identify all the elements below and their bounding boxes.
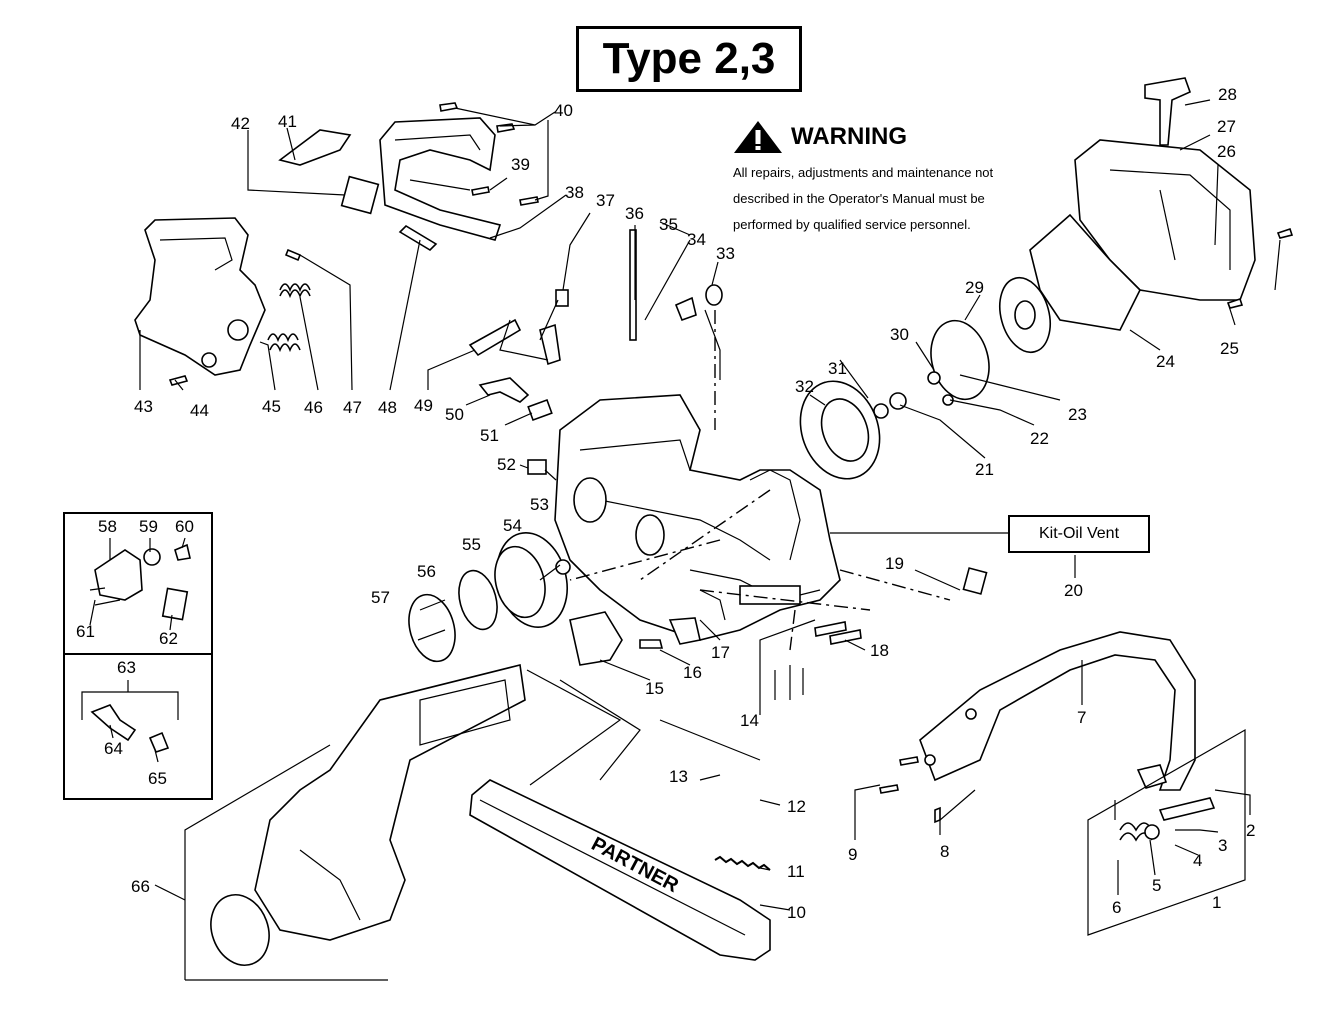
callout-24: 24 bbox=[1156, 352, 1175, 371]
crankcase-part bbox=[554, 394, 841, 641]
callout-6: 6 bbox=[1112, 898, 1121, 917]
callout-5: 5 bbox=[1152, 876, 1161, 895]
callout-46: 46 bbox=[304, 398, 323, 417]
callout-45: 45 bbox=[262, 397, 281, 416]
callout-12: 12 bbox=[787, 797, 806, 816]
callout-43: 43 bbox=[134, 397, 153, 416]
callout-57: 57 bbox=[371, 588, 390, 607]
callout-56: 56 bbox=[417, 562, 436, 581]
callout-21: 21 bbox=[975, 460, 994, 479]
callout-32: 32 bbox=[795, 377, 814, 396]
top-handle-part bbox=[278, 102, 539, 252]
warning-line-3: performed by qualified service personnel… bbox=[733, 217, 971, 232]
inset-box-oil-hose bbox=[63, 653, 213, 800]
small-parts bbox=[468, 229, 988, 700]
chain-cover-part bbox=[210, 664, 526, 966]
callout-23: 23 bbox=[1068, 405, 1087, 424]
callout-44: 44 bbox=[190, 401, 209, 420]
callout-53: 53 bbox=[530, 495, 549, 514]
assembly-lines bbox=[569, 310, 951, 651]
callout-65: 65 bbox=[148, 769, 167, 788]
callout-16: 16 bbox=[683, 663, 702, 682]
callout-30: 30 bbox=[890, 325, 909, 344]
callout-31: 31 bbox=[828, 359, 847, 378]
callout-59: 59 bbox=[139, 517, 158, 536]
warning-heading-text: WARNING bbox=[791, 123, 907, 150]
callout-49: 49 bbox=[414, 396, 433, 415]
callout-9: 9 bbox=[848, 845, 857, 864]
callout-7: 7 bbox=[1077, 708, 1086, 727]
callout-25: 25 bbox=[1220, 339, 1239, 358]
callout-64: 64 bbox=[104, 739, 123, 758]
warning-line-1: All repairs, adjustments and maintenance… bbox=[733, 165, 994, 180]
callout-4: 4 bbox=[1193, 851, 1202, 870]
kit-oil-vent-label: Kit-Oil Vent bbox=[1008, 515, 1150, 553]
callout-34: 34 bbox=[687, 230, 706, 249]
warning-line-2: described in the Operator's Manual must … bbox=[733, 191, 985, 206]
callout-10: 10 bbox=[787, 903, 806, 922]
callout-39: 39 bbox=[511, 155, 530, 174]
callout-55: 55 bbox=[462, 535, 481, 554]
callout-2: 2 bbox=[1246, 821, 1255, 840]
callout-42: 42 bbox=[231, 114, 250, 133]
callout-26: 26 bbox=[1217, 142, 1236, 161]
callout-1: 1 bbox=[1212, 893, 1221, 912]
warning-triangle-icon bbox=[734, 121, 782, 153]
callout-50: 50 bbox=[445, 405, 464, 424]
callout-41: 41 bbox=[278, 112, 297, 131]
warning-heading: WARNING bbox=[733, 120, 1053, 154]
callout-37: 37 bbox=[596, 191, 615, 210]
callout-58: 58 bbox=[98, 517, 117, 536]
callout-47: 47 bbox=[343, 398, 362, 417]
rear-handle-part bbox=[134, 217, 311, 386]
callout-66: 66 bbox=[131, 877, 150, 896]
callout-52: 52 bbox=[497, 455, 516, 474]
callout-labels: 1 2 3 4 5 6 7 8 9 10 11 12 13 14 15 16 1… bbox=[76, 85, 1255, 922]
callout-54: 54 bbox=[503, 516, 522, 535]
starter-housing-part bbox=[1029, 77, 1294, 331]
guide-bar-part: PARTNER bbox=[469, 779, 771, 961]
callout-17: 17 bbox=[711, 643, 730, 662]
front-handle-part bbox=[879, 631, 1216, 842]
callout-48: 48 bbox=[378, 398, 397, 417]
callout-29: 29 bbox=[965, 278, 984, 297]
callout-19: 19 bbox=[885, 554, 904, 573]
callout-38: 38 bbox=[565, 183, 584, 202]
callout-51: 51 bbox=[480, 426, 499, 445]
callout-27: 27 bbox=[1217, 117, 1236, 136]
flywheel-parts bbox=[799, 276, 1051, 480]
callout-40: 40 bbox=[554, 101, 573, 120]
callout-63: 63 bbox=[117, 658, 136, 677]
callout-8: 8 bbox=[940, 842, 949, 861]
callout-61: 61 bbox=[76, 622, 95, 641]
callout-15: 15 bbox=[645, 679, 664, 698]
callout-62: 62 bbox=[159, 629, 178, 648]
inset-hose-parts bbox=[90, 704, 170, 753]
callout-11: 11 bbox=[787, 862, 805, 881]
callout-33: 33 bbox=[716, 244, 735, 263]
warning-notice: WARNING All repairs, adjustments and mai… bbox=[733, 120, 1053, 238]
inset-pump-parts bbox=[89, 543, 191, 621]
diagram-title: Type 2,3 bbox=[576, 26, 802, 92]
clutch-drum-parts bbox=[408, 532, 571, 663]
callout-14: 14 bbox=[740, 711, 759, 730]
callout-3: 3 bbox=[1218, 836, 1227, 855]
callout-60: 60 bbox=[175, 517, 194, 536]
callout-35: 35 bbox=[659, 215, 678, 234]
leader-lines bbox=[81, 99, 1281, 981]
callout-13: 13 bbox=[669, 767, 688, 786]
callout-20: 20 bbox=[1064, 581, 1083, 600]
callout-36: 36 bbox=[625, 204, 644, 223]
callout-18: 18 bbox=[870, 641, 889, 660]
callout-22: 22 bbox=[1030, 429, 1049, 448]
callout-28: 28 bbox=[1218, 85, 1237, 104]
